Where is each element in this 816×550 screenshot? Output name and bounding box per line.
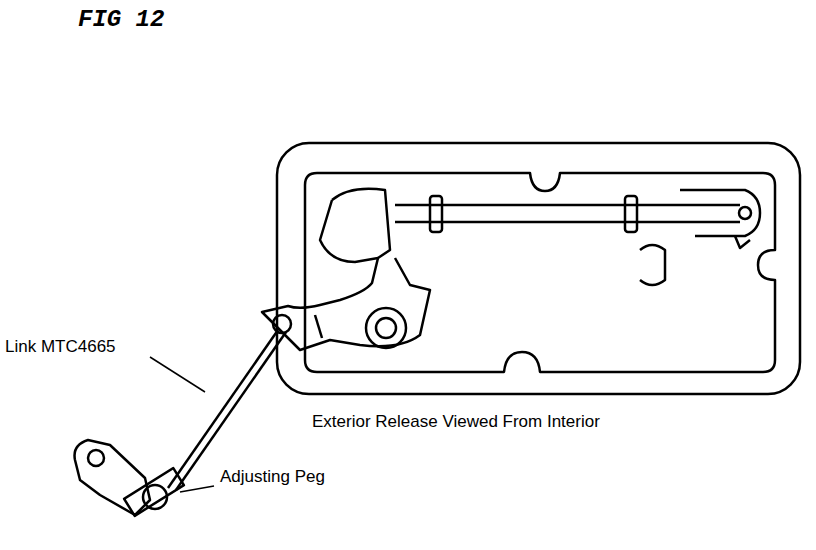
notch-detail — [640, 245, 665, 285]
rod-collar — [625, 196, 637, 232]
clevis-pin — [739, 207, 751, 219]
rod-collar — [430, 196, 442, 232]
figure-title: FIG 12 — [78, 6, 164, 33]
clevis-clip — [735, 236, 750, 248]
housing-outline — [277, 143, 800, 394]
pivot-boss — [366, 308, 406, 348]
release-rod — [395, 204, 740, 207]
link-hole — [273, 315, 291, 333]
link-bracket — [75, 440, 150, 515]
rod-clevis — [680, 190, 760, 236]
part-label: Link MTC4665 — [5, 337, 116, 357]
lever-face — [320, 200, 378, 262]
view-caption: Exterior Release Viewed From Interior — [312, 412, 600, 432]
adjusting-peg — [143, 485, 167, 509]
part-label: Adjusting Peg — [220, 467, 325, 487]
lever-mark — [315, 315, 322, 338]
release-rod — [395, 221, 740, 224]
bracket-hole — [88, 450, 104, 466]
link-rod — [176, 332, 286, 490]
leader-line — [150, 357, 205, 392]
leader-line — [180, 486, 214, 492]
release-lever — [262, 189, 430, 350]
peg-block — [124, 468, 184, 516]
link-rod — [168, 330, 278, 488]
pivot-hole — [376, 318, 396, 338]
